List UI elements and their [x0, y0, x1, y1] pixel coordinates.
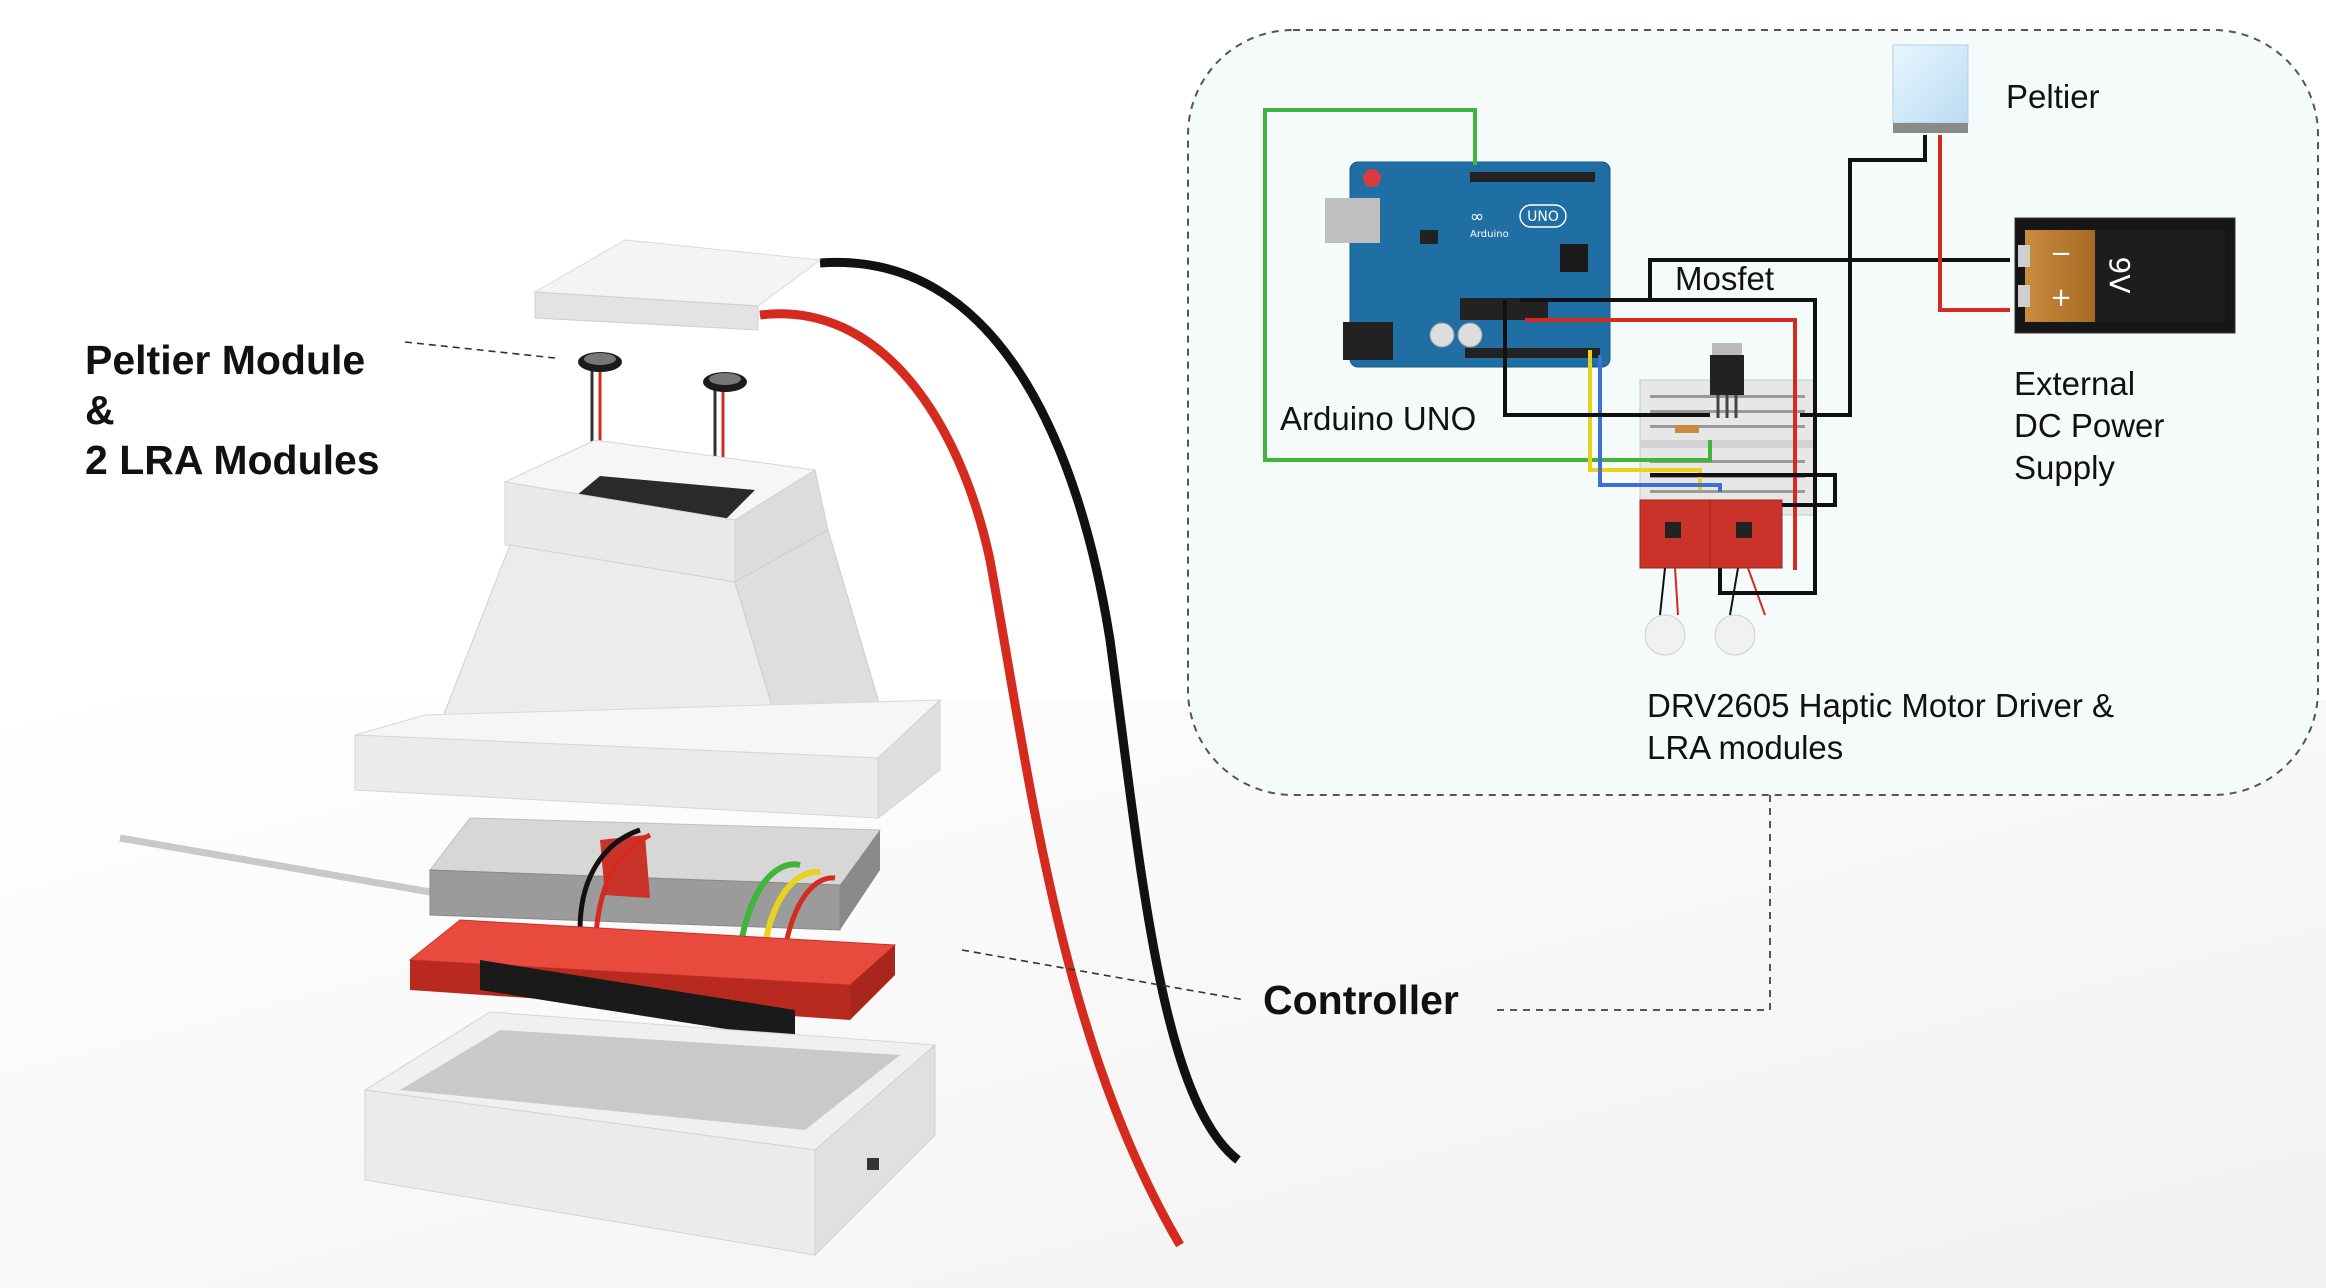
housing-flange	[354, 698, 942, 820]
board-model-label: UNO	[1527, 209, 1559, 225]
wire-yellow	[1588, 350, 1702, 490]
middle-plate	[119, 817, 881, 1001]
device-render	[119, 239, 1246, 1257]
panel-connector-line	[1495, 795, 1771, 1011]
arduino-uno-label: Arduino UNO	[1280, 400, 1477, 437]
drv2605-driver-2	[1709, 499, 1783, 569]
peltier-leader-line	[404, 341, 556, 359]
drv2605-label-line1: DRV2605 Haptic Motor Driver &	[1647, 687, 2115, 724]
breadboard	[1639, 379, 1816, 516]
battery-9v: − + 9V	[2014, 217, 2236, 334]
wire-black-driver	[1650, 298, 1817, 595]
wire-red-driver	[1525, 318, 1797, 570]
peltier-module-label-line1: Peltier Module	[85, 337, 366, 383]
power-supply-label-line3: Supply	[2014, 449, 2115, 486]
wire-black-breadboard	[1650, 473, 1837, 507]
lra-motor-1	[1644, 567, 1686, 656]
arduino-infinity-logo: ∞	[1470, 207, 1484, 227]
wire-blue	[1598, 355, 1722, 492]
peltier-module-label-line2: &	[85, 387, 115, 433]
mosfet-component	[1710, 343, 1744, 418]
bottom-tray	[363, 1011, 937, 1257]
wire-red-peltier	[1938, 135, 2010, 312]
power-supply-label-line1: External	[2014, 365, 2136, 402]
drv2605-label-line2: LRA modules	[1647, 729, 1844, 766]
board-brand-label: Arduino	[1470, 229, 1509, 240]
peltier-label: Peltier	[2006, 78, 2100, 115]
battery-voltage-label: 9V	[2103, 257, 2136, 294]
antenna-rod	[119, 834, 431, 896]
resistor	[1675, 425, 1699, 433]
wire-black-supply	[1520, 258, 2010, 302]
wire-black-peltier	[1800, 135, 1927, 417]
arduino-uno-board: ∞ UNO Arduino	[1325, 161, 1611, 368]
battery-minus-label: −	[2050, 239, 2072, 269]
top-sleeve	[503, 439, 829, 583]
wire-green	[1263, 108, 1712, 462]
peltier-element-icon	[1892, 44, 1969, 133]
controller-board	[408, 919, 897, 1040]
controller-label: Controller	[1263, 977, 1459, 1023]
circuit-wires	[1263, 108, 2010, 595]
drv2605-driver-1	[1639, 499, 1711, 569]
wire-black-gnd	[1503, 300, 1710, 417]
peltier-module-label-line3: 2 LRA Modules	[85, 437, 380, 483]
battery-plus-label: +	[2050, 283, 2072, 313]
mosfet-label: Mosfet	[1675, 260, 1775, 297]
power-supply-label-line2: DC Power	[2014, 407, 2165, 444]
peltier-black-wire	[819, 257, 1241, 1164]
peltier-plate	[533, 239, 822, 331]
circuit-panel: ∞ UNO Arduino	[1187, 29, 2319, 1011]
peltier-red-wire	[759, 309, 1184, 1248]
